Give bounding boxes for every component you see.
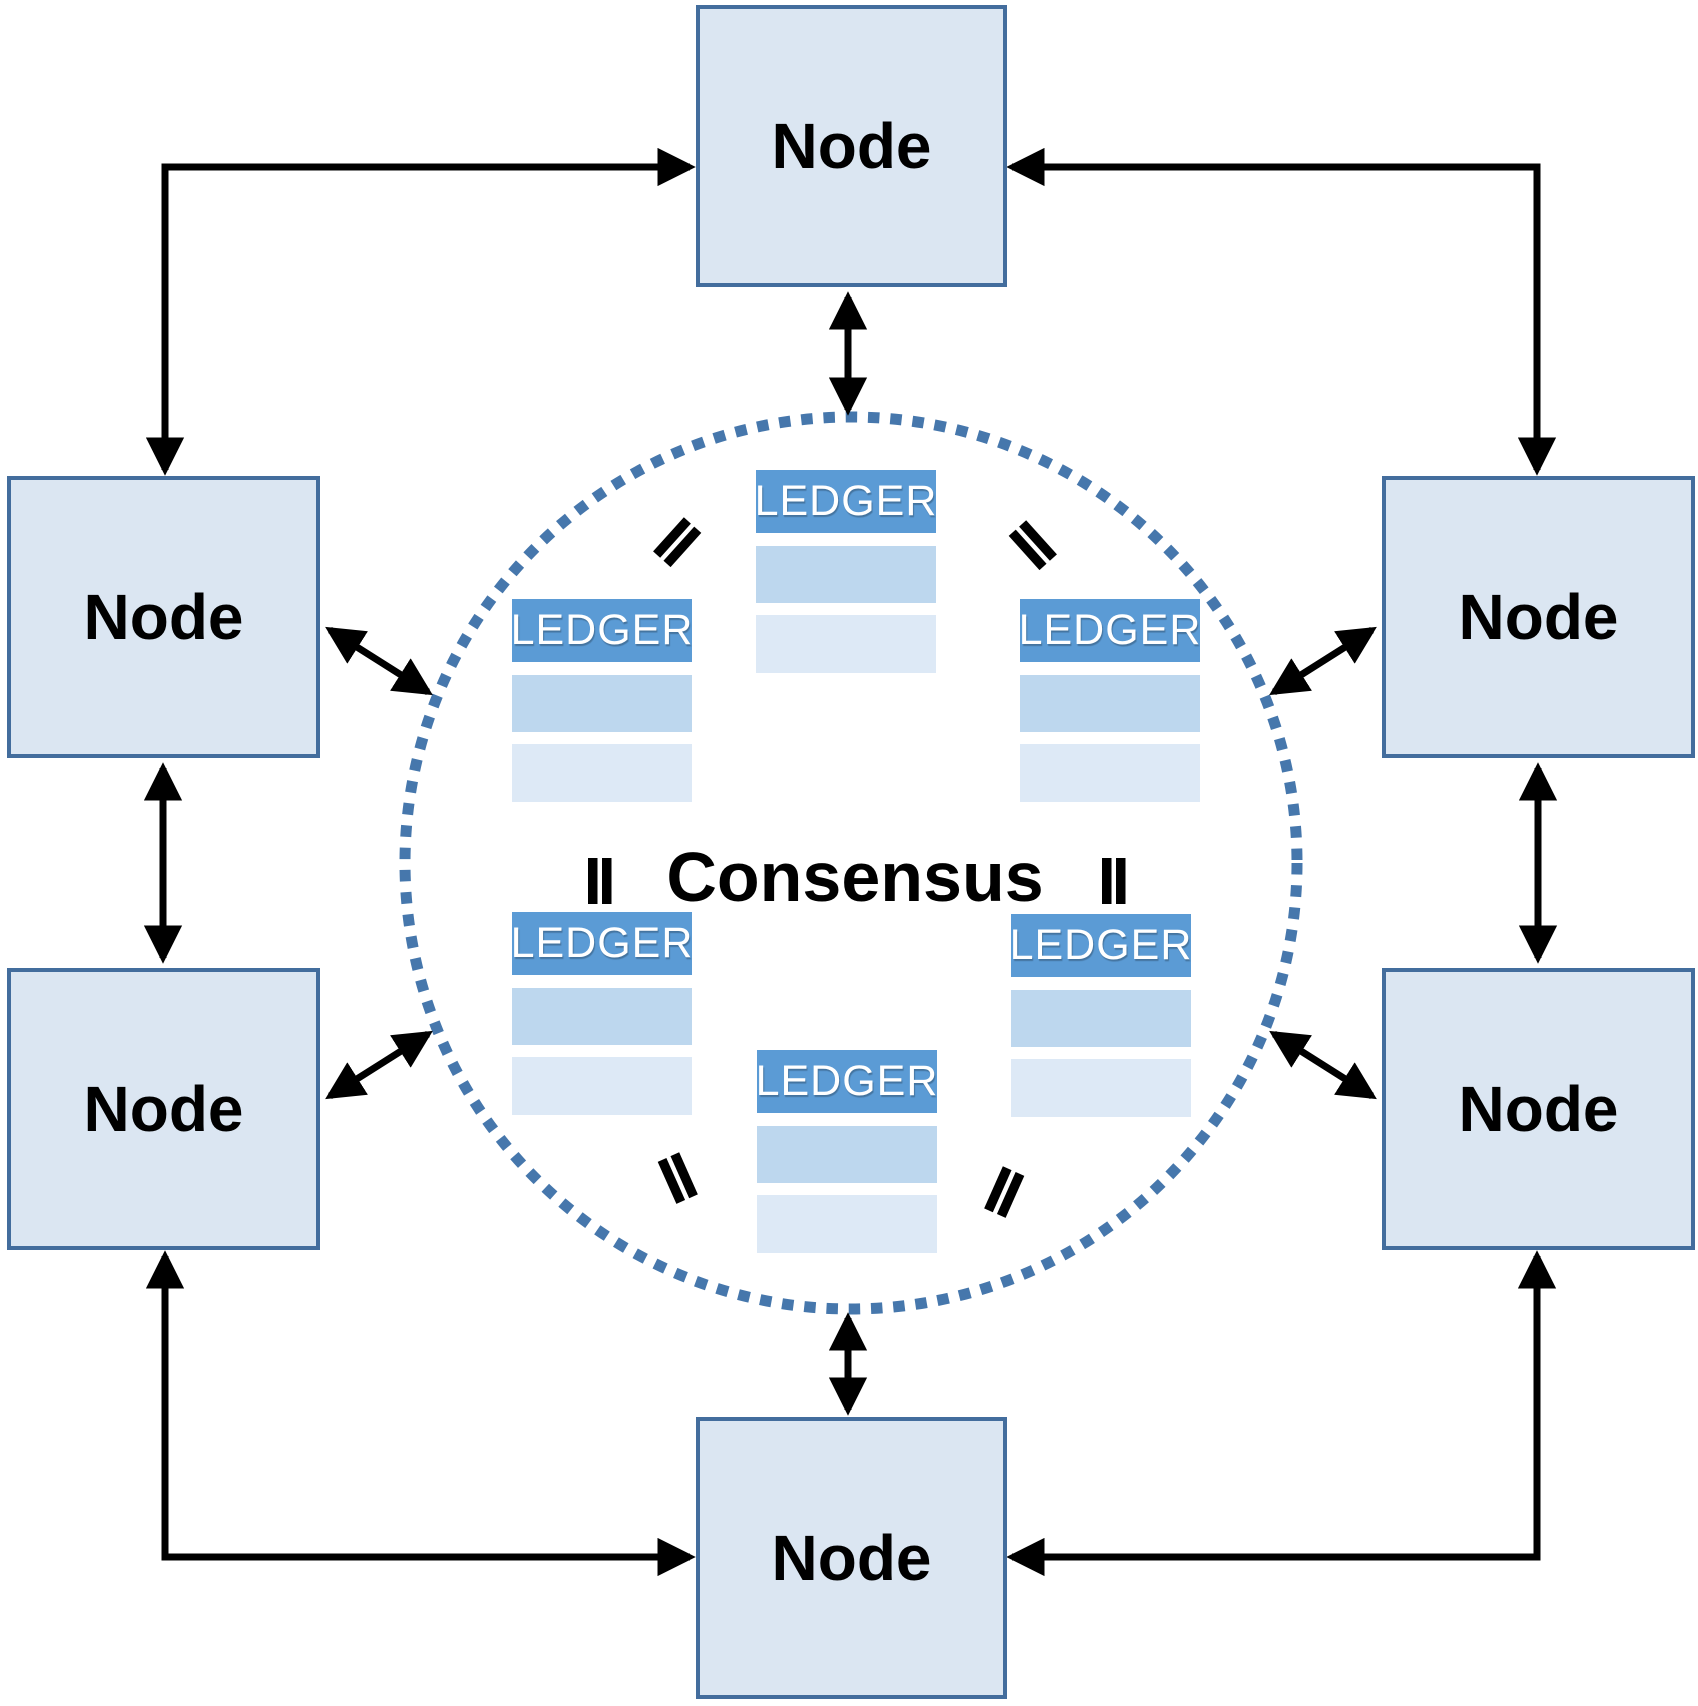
- ledger-title: LEDGER: [511, 912, 692, 975]
- equals-icon: [1102, 858, 1126, 904]
- node-label: Node: [771, 1522, 932, 1594]
- ledger-block-bottom-center: LEDGER: [756, 1050, 937, 1253]
- arrow-left-upper-circle: [325, 626, 433, 696]
- ledger-row: [512, 988, 692, 1045]
- node-label: Node: [1458, 1073, 1619, 1145]
- arrow-connector-top-right: [1006, 147, 1557, 476]
- equals-icon: [984, 1166, 1025, 1218]
- node-box-left-lower: Node: [7, 968, 320, 1250]
- ledger-block-lower-right: LEDGER: [1010, 914, 1191, 1117]
- node-label: Node: [83, 1073, 244, 1145]
- node-box-right-lower: Node: [1382, 968, 1695, 1250]
- ledger-block-upper-right: LEDGER: [1019, 599, 1200, 802]
- ledger-row: [757, 1195, 937, 1253]
- ledger-title: LEDGER: [1010, 914, 1191, 977]
- consensus-title: Consensus: [666, 838, 1044, 916]
- arrow-connector-top-left: [145, 147, 696, 476]
- equals-icon: [657, 1152, 698, 1204]
- ledger-row: [757, 1126, 937, 1183]
- node-label: Node: [83, 581, 244, 653]
- consensus-circle: [399, 411, 1303, 1315]
- ledger-row: [1020, 675, 1200, 732]
- arrow-connector-bottom-right: [1006, 1250, 1557, 1577]
- node-label: Node: [771, 110, 932, 182]
- ledger-row: [756, 546, 936, 603]
- node-box-bottom: Node: [696, 1417, 1007, 1699]
- arrow-right-lower-circle: [1269, 1030, 1377, 1100]
- arrow-right-upper-circle: [1269, 626, 1377, 696]
- ledger-row: [512, 1057, 692, 1115]
- arrow-left-lower-circle: [325, 1030, 433, 1100]
- ledger-title: LEDGER: [511, 599, 692, 662]
- ledger-row: [1011, 990, 1191, 1047]
- ledger-title: LEDGER: [756, 1050, 937, 1113]
- ledger-row: [512, 744, 692, 802]
- ledger-block-upper-left: LEDGER: [511, 599, 692, 802]
- ledger-block-top-center: LEDGER: [755, 470, 936, 673]
- ledger-row: [512, 675, 692, 732]
- ledger-row: [1020, 744, 1200, 802]
- equals-icon: [1008, 520, 1057, 571]
- arrow-connector-bottom-left: [145, 1250, 696, 1577]
- node-label: Node: [1458, 581, 1619, 653]
- ledger-title: LEDGER: [755, 470, 936, 533]
- ledger-block-lower-left: LEDGER: [511, 912, 692, 1115]
- equals-icon: [588, 858, 612, 904]
- equals-icon: [653, 517, 702, 568]
- node-box-top: Node: [696, 5, 1007, 287]
- ledger-row: [756, 615, 936, 673]
- node-box-left-upper: Node: [7, 476, 320, 758]
- node-box-right-upper: Node: [1382, 476, 1695, 758]
- ledger-row: [1011, 1059, 1191, 1117]
- ledger-title: LEDGER: [1019, 599, 1200, 662]
